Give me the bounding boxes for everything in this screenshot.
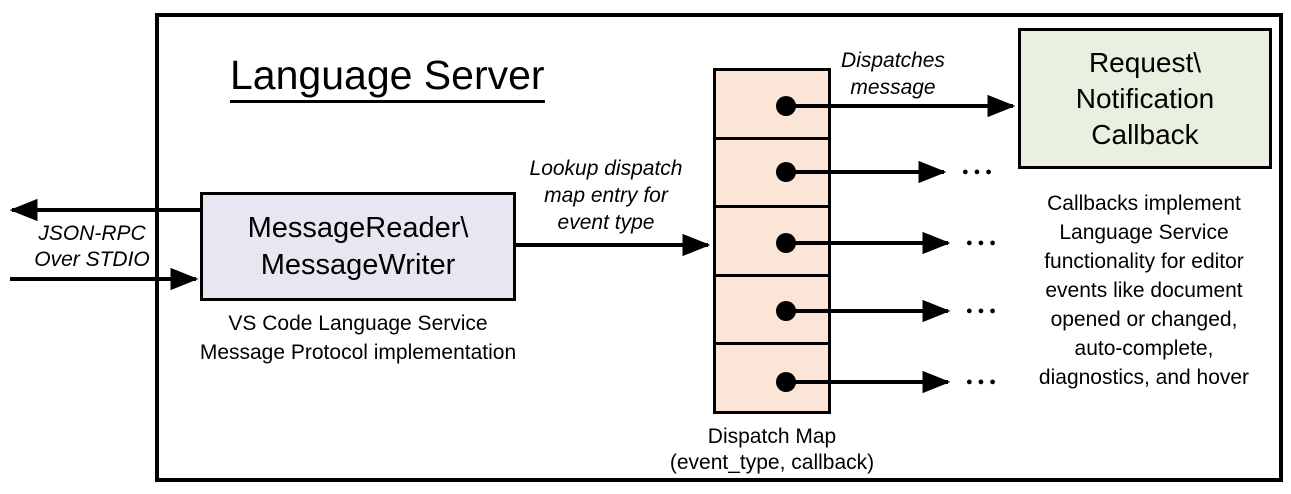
ellipsis-row4: ●●● — [966, 305, 1001, 317]
message-reader-writer-box: MessageReader\ MessageWriter — [200, 192, 516, 301]
callbacks-description: Callbacks implement Language Service fun… — [1038, 192, 1250, 389]
diagram-title-text: Language Server — [230, 52, 545, 103]
ellipsis-row3: ●●● — [966, 237, 1001, 249]
callback-box-line3: Callback — [1091, 118, 1199, 150]
ellipsis-row5: ●●● — [966, 376, 1001, 388]
dispatch-cell-5 — [716, 345, 828, 411]
dispatch-cell-4 — [716, 277, 828, 346]
dispatch-map-caption: Dispatch Map (event_type, callback) — [669, 425, 875, 474]
dispatches-message-label: Dispatches message — [841, 49, 945, 99]
dispatch-cell-1 — [716, 71, 828, 140]
dispatch-cell-2 — [716, 140, 828, 209]
message-box-line2: MessageWriter — [260, 248, 456, 281]
callback-box-line2: Notification — [1075, 82, 1215, 114]
request-notification-callback-box: Request\ Notification Callback — [1018, 28, 1272, 169]
lookup-dispatch-label: Lookup dispatch map entry for event type — [529, 157, 683, 234]
message-box-line1: MessageReader\ — [247, 211, 469, 244]
dispatch-cell-3 — [716, 208, 828, 277]
diagram-title: Language Server — [230, 52, 545, 103]
dispatch-map-box — [713, 68, 831, 414]
ellipsis-row2: ●●● — [962, 166, 997, 178]
callback-box-line1: Request\ — [1088, 46, 1202, 78]
json-rpc-stdio-label: JSON-RPC Over STDIO — [34, 222, 150, 271]
message-box-caption: VS Code Language Service Message Protoco… — [199, 312, 517, 364]
